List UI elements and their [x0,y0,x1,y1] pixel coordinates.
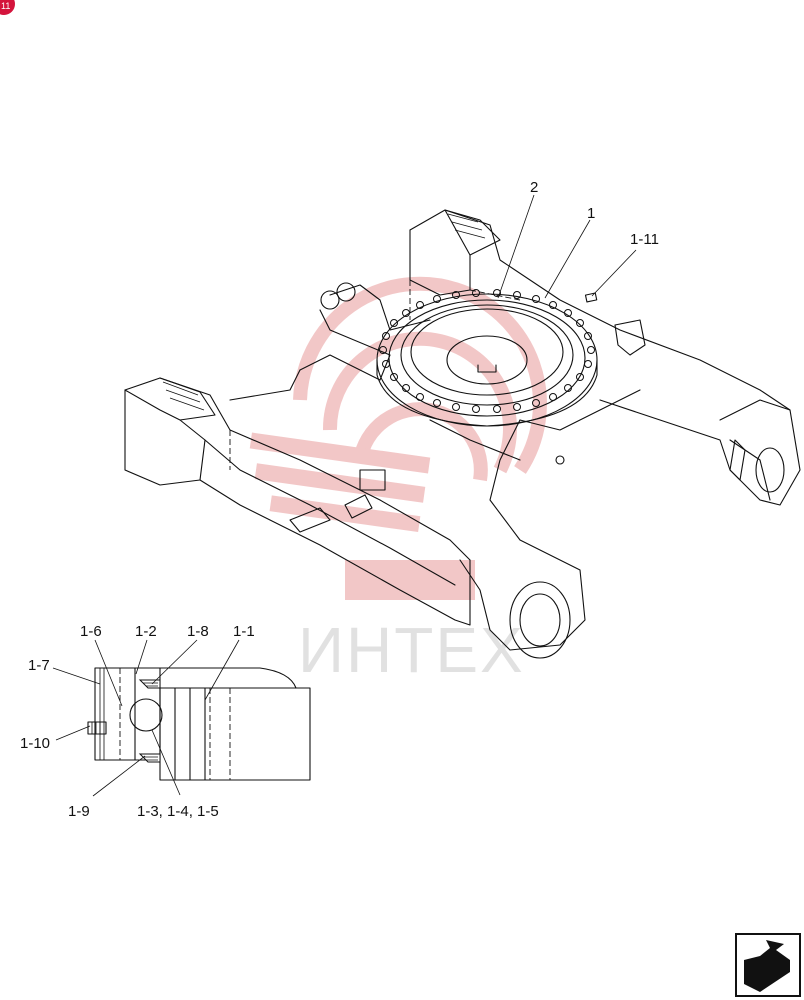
bent-arrow-navigation-icon[interactable] [735,933,801,997]
callout-1-3-1-4-1-5: 1-3, 1-4, 1-5 [137,803,219,820]
leader-lines-detail [52,639,240,797]
watermark-logo: ИНТЕХ [249,276,547,686]
track-frame [124,209,801,659]
callout-1-6: 1-6 [80,623,102,640]
callout-1-1: 1-1 [233,623,255,640]
ring-bolt-holes [379,289,595,413]
callout-1-11: 1-11 [630,231,659,248]
callout-1: 1 [587,205,595,222]
svg-text:11: 11 [1,1,10,11]
leader-lines-top [497,194,637,299]
callout-1-10: 1-10 [20,735,50,752]
grease-label-plate [584,292,598,303]
watermark-text: ИНТЕХ [298,614,525,686]
callout-1-9: 1-9 [68,803,90,820]
slewing-ring [376,289,598,427]
callout-1-7: 1-7 [28,657,50,674]
detail-section-view [87,667,311,781]
red-corner-badge-icon: 11 [0,0,15,15]
callout-2: 2 [530,179,538,196]
callout-1-2: 1-2 [135,623,157,640]
callout-1-8: 1-8 [187,623,209,640]
